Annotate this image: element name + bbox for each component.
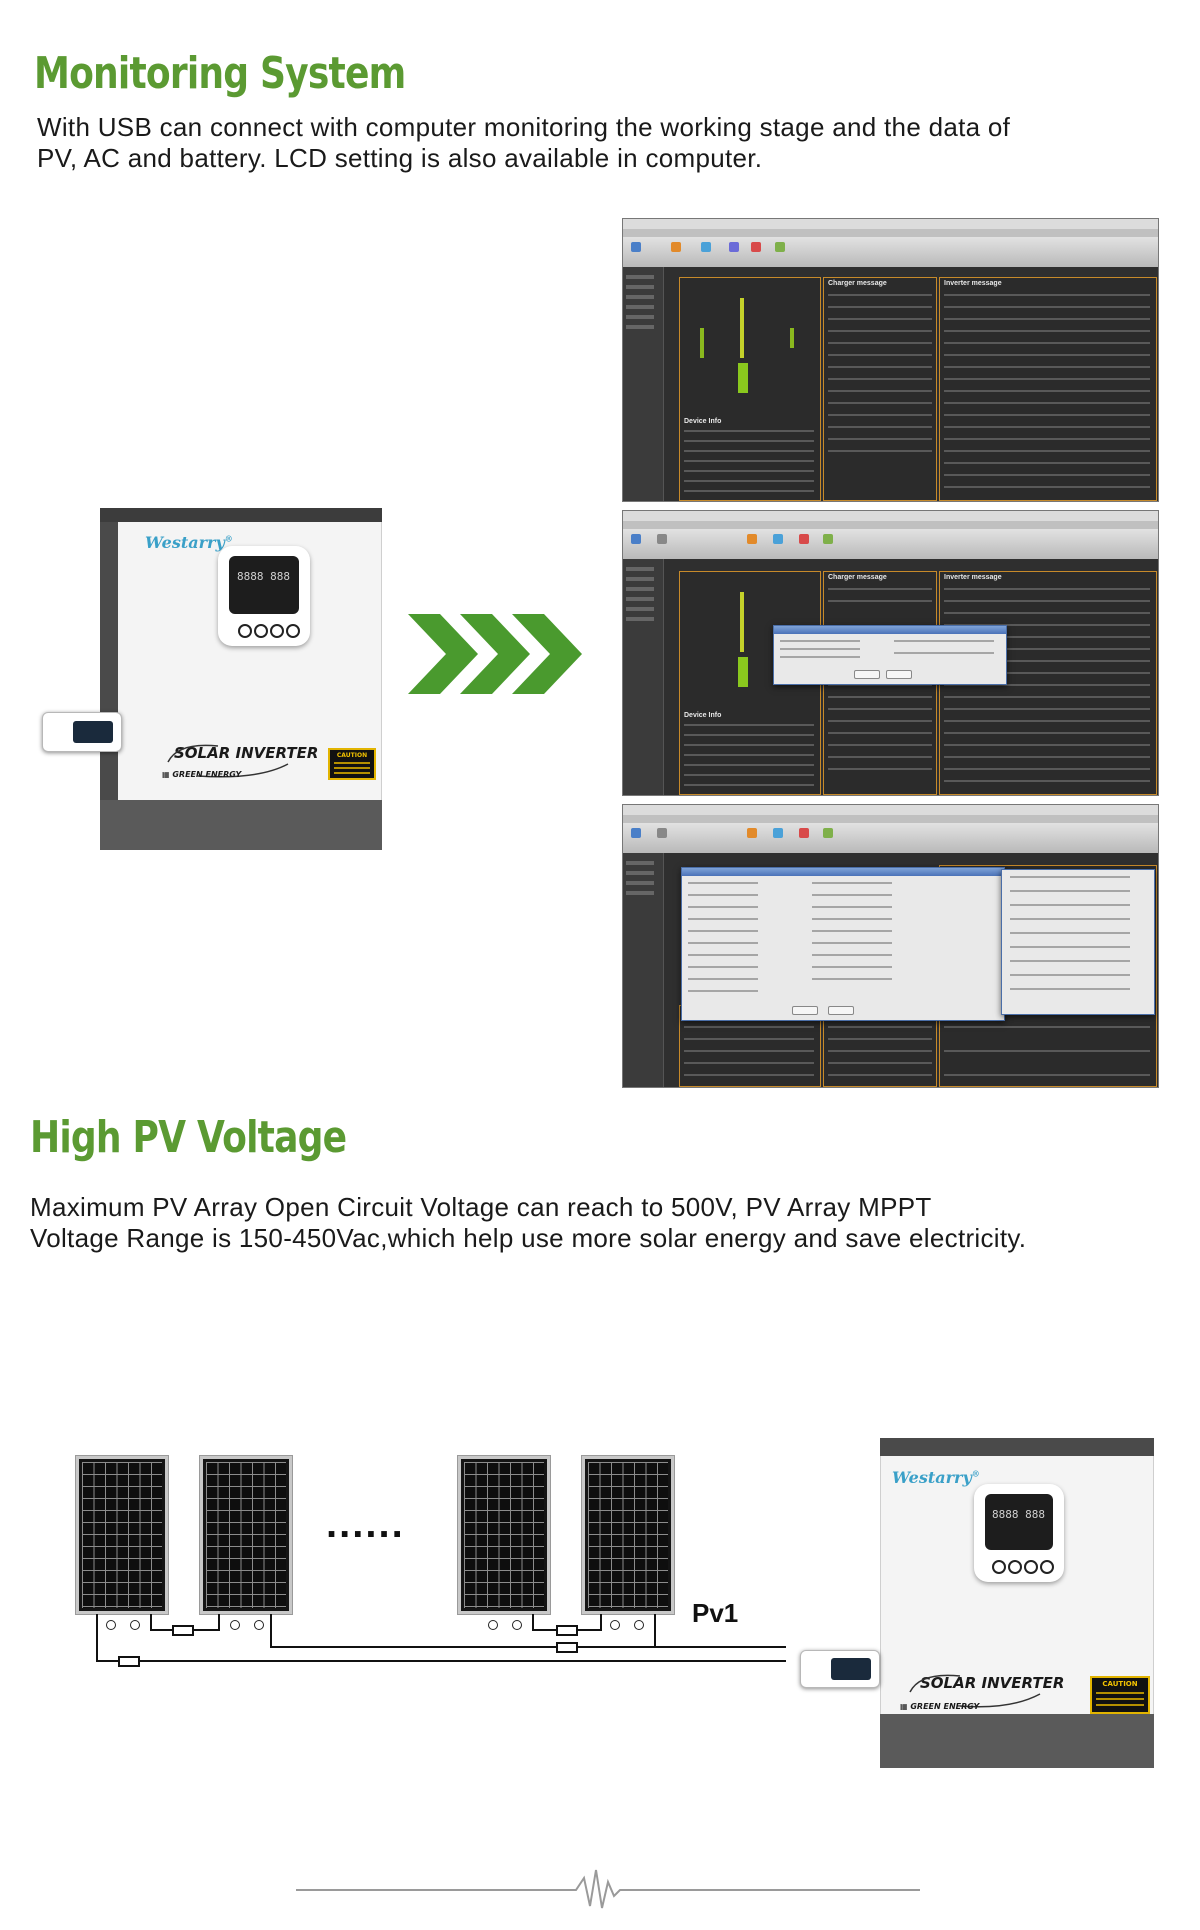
heartbeat-divider-icon	[296, 1869, 920, 1909]
green-arrows-icon	[408, 614, 582, 694]
lcd-button-1	[238, 624, 252, 638]
wire	[270, 1614, 272, 1648]
lcd-button-1	[992, 1560, 1006, 1574]
software-screenshot-2: Device Info Charger message Inverter mes…	[622, 510, 1159, 796]
wire	[96, 1660, 786, 1662]
monitoring-heading: Monitoring System	[34, 48, 406, 99]
inverter-top-bracket	[880, 1438, 1154, 1456]
inverter-lcd-digits: 8888 888	[992, 1508, 1045, 1521]
inverter-control-dialog	[681, 867, 1005, 1021]
inverter-product-label: SOLAR INVERTER	[920, 1674, 1065, 1692]
high-pv-heading: High PV Voltage	[30, 1112, 347, 1163]
wire	[532, 1614, 534, 1630]
lcd-button-2	[254, 624, 268, 638]
solar-panel-4	[582, 1456, 674, 1614]
caution-sticker: CAUTION	[1090, 1676, 1150, 1714]
high-pv-description: Maximum PV Array Open Circuit Voltage ca…	[30, 1192, 1170, 1254]
inverter-swoosh-icon	[167, 744, 289, 778]
inverter-lcd-screen: 8888 888	[985, 1494, 1053, 1550]
monitoring-desc-line1: With USB can connect with computer monit…	[37, 112, 1011, 142]
inverter-lcd-panel: 8888 888	[218, 546, 310, 646]
inverter-product-label: SOLAR INVERTER	[174, 744, 319, 762]
inverter-sub-label: ▦ GREEN ENERGY	[900, 1702, 980, 1711]
lcd-button-2	[1008, 1560, 1022, 1574]
high-pv-desc-line1: Maximum PV Array Open Circuit Voltage ca…	[30, 1192, 932, 1222]
inverter-device-image: Westarry® 8888 888 SOLAR INVERTER ▦ GREE…	[100, 508, 382, 850]
mc4-connector-icon	[556, 1642, 578, 1653]
terminal-icon	[610, 1620, 620, 1630]
charger-control-dialog	[773, 625, 1007, 685]
inverter-lcd-screen: 8888 888	[229, 556, 299, 614]
terminal-icon	[254, 1620, 264, 1630]
monitoring-desc-line2: PV, AC and battery. LCD setting is also …	[37, 143, 763, 173]
usb-wifi-dongle	[42, 712, 122, 752]
solar-panel-1	[76, 1456, 168, 1614]
inverter-base	[100, 800, 382, 850]
terminal-icon	[488, 1620, 498, 1630]
terminal-icon	[106, 1620, 116, 1630]
more-panels-ellipsis: ......	[326, 1502, 405, 1546]
wire	[96, 1614, 98, 1662]
terminal-icon	[512, 1620, 522, 1630]
solar-panel-3	[458, 1456, 550, 1614]
wire	[218, 1614, 220, 1630]
inverter-brand-logo: Westarry®	[892, 1468, 980, 1487]
mc4-connector-icon	[556, 1625, 578, 1636]
lcd-button-4	[286, 624, 300, 638]
pv1-label: Pv1	[692, 1598, 739, 1628]
inverter-sub-label: ▦ GREEN ENERGY	[162, 770, 242, 779]
monitoring-description: With USB can connect with computer monit…	[37, 112, 1167, 174]
wire	[600, 1614, 602, 1630]
inverter-lcd-panel: 8888 888	[974, 1484, 1064, 1582]
caution-sticker: CAUTION	[328, 748, 376, 780]
software-screenshot-3	[622, 804, 1159, 1088]
wire	[150, 1614, 152, 1630]
usb-wifi-dongle	[800, 1650, 880, 1688]
inverter-brand-logo: Westarry®	[145, 533, 233, 552]
wire	[654, 1614, 656, 1648]
high-pv-desc-line2: Voltage Range is 150-450Vac,which help u…	[30, 1223, 1027, 1253]
terminal-icon	[230, 1620, 240, 1630]
lcd-button-3	[270, 624, 284, 638]
terminal-icon	[634, 1620, 644, 1630]
inverter-device-image-2: Westarry® 8888 888 SOLAR INVERTER ▦ GREE…	[880, 1438, 1154, 1768]
wire	[270, 1646, 786, 1648]
inverter-side-panel	[100, 522, 118, 850]
solar-panel-2	[200, 1456, 292, 1614]
software-screenshot-1: Device Info Charger message Inverter mes…	[622, 218, 1159, 502]
options-dialog	[1001, 869, 1155, 1015]
inverter-lcd-digits: 8888 888	[237, 570, 290, 583]
lcd-button-3	[1024, 1560, 1038, 1574]
lcd-button-4	[1040, 1560, 1054, 1574]
mc4-connector-icon	[172, 1625, 194, 1636]
terminal-icon	[130, 1620, 140, 1630]
mc4-connector-icon	[118, 1656, 140, 1667]
inverter-swoosh-icon	[909, 1674, 1041, 1708]
inverter-base	[880, 1714, 1154, 1768]
inverter-top-bracket	[100, 508, 382, 522]
